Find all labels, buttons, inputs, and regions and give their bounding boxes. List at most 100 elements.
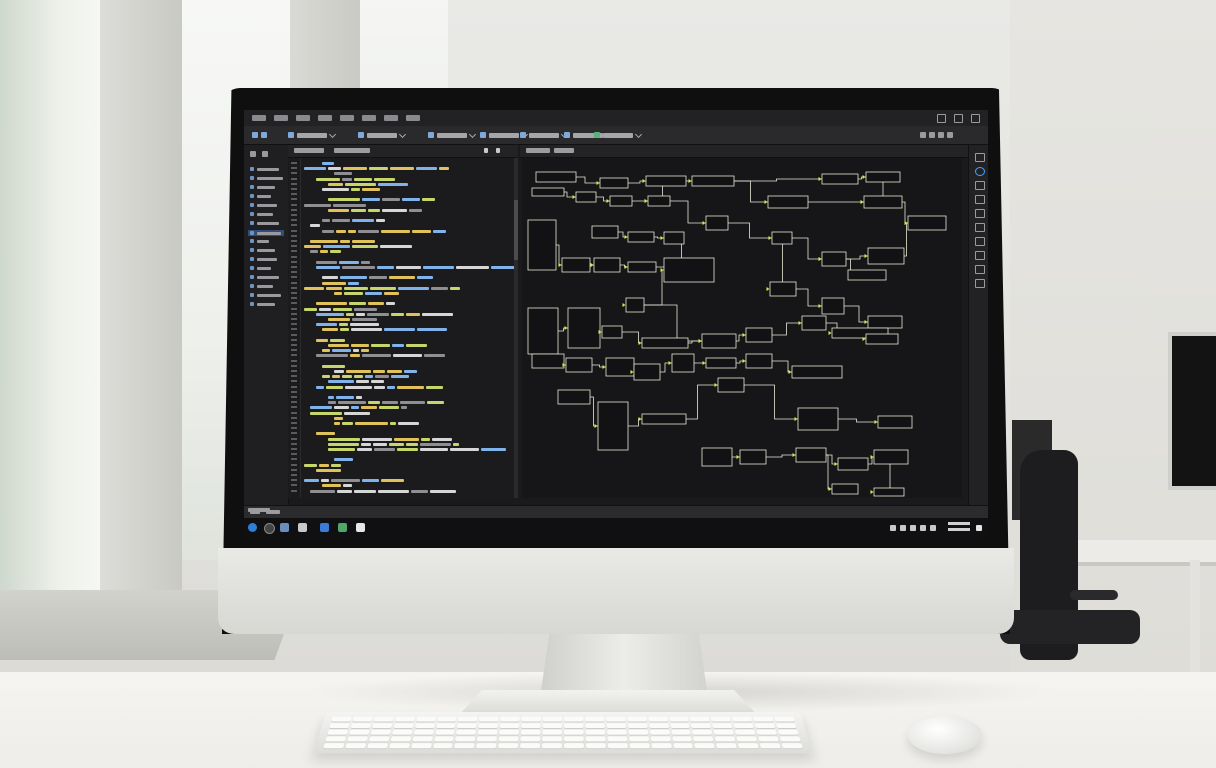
diagram-node[interactable] — [627, 261, 657, 273]
diagram-node[interactable] — [557, 389, 591, 405]
explorer-item[interactable] — [250, 194, 271, 198]
menu-item[interactable] — [318, 115, 332, 121]
diagram-node[interactable] — [647, 195, 671, 207]
filter-icon[interactable] — [975, 251, 985, 260]
menu-item[interactable] — [340, 115, 354, 121]
tool-icon[interactable] — [975, 237, 985, 246]
toolbar-dropdown[interactable] — [358, 130, 407, 140]
editor-tab[interactable] — [334, 148, 370, 153]
explorer-item[interactable] — [250, 266, 271, 270]
output-tab[interactable] — [248, 508, 270, 512]
diagram-node[interactable] — [739, 449, 767, 465]
diagram-node[interactable] — [821, 173, 859, 185]
tray-icon[interactable] — [900, 525, 906, 531]
diagram-node[interactable] — [597, 401, 629, 451]
diagram-node[interactable] — [641, 337, 689, 349]
diagram-node[interactable] — [821, 251, 847, 267]
diagram-node[interactable] — [837, 457, 869, 471]
diagram-node[interactable] — [641, 413, 687, 425]
tray-icon[interactable] — [910, 525, 916, 531]
diagram-tab[interactable] — [526, 148, 550, 153]
diagram-node[interactable] — [745, 353, 773, 369]
refresh-icon[interactable] — [262, 151, 268, 157]
diagram-node[interactable] — [691, 175, 735, 187]
toolbar-dropdown[interactable] — [428, 130, 477, 140]
diagram-node[interactable] — [605, 357, 635, 377]
diagram-node[interactable] — [625, 297, 645, 313]
diagram-node[interactable] — [633, 363, 661, 381]
diagram-node[interactable] — [767, 195, 809, 209]
tool-icon[interactable] — [975, 223, 985, 232]
diagram-node[interactable] — [599, 177, 629, 189]
diagram-tab[interactable] — [554, 148, 574, 153]
tool-icon[interactable] — [975, 153, 985, 162]
diagram-node[interactable] — [863, 195, 903, 209]
tray-icon[interactable] — [930, 525, 936, 531]
explorer-item[interactable] — [250, 239, 269, 243]
diagram-node[interactable] — [847, 269, 887, 281]
diagram-node[interactable] — [663, 231, 685, 245]
explorer-item[interactable] — [250, 293, 281, 297]
diagram-node[interactable] — [601, 325, 623, 339]
toolbar-actions[interactable] — [920, 130, 953, 140]
hamburger-icon[interactable] — [250, 151, 256, 157]
explorer-item[interactable] — [250, 185, 275, 189]
explorer-item[interactable] — [250, 212, 273, 216]
menu-item[interactable] — [362, 115, 376, 121]
diagram-node[interactable] — [701, 333, 737, 349]
diagram-node[interactable] — [873, 487, 905, 497]
diagram-node[interactable] — [527, 219, 557, 271]
explorer-item[interactable] — [250, 257, 277, 261]
menu-item[interactable] — [384, 115, 398, 121]
app-icon[interactable] — [298, 523, 307, 532]
diagram-node[interactable] — [575, 191, 597, 203]
toolbar-dropdown[interactable] — [288, 130, 337, 140]
explorer-item[interactable] — [248, 230, 284, 236]
toolbar-dropdown[interactable] — [564, 130, 613, 140]
diagram-node[interactable] — [831, 327, 889, 339]
notification-icon[interactable] — [976, 525, 982, 531]
app-icon[interactable] — [320, 523, 329, 532]
tool-icon[interactable] — [975, 181, 985, 190]
diagram-node[interactable] — [801, 315, 827, 331]
status-item[interactable] — [266, 510, 280, 514]
close-icon[interactable] — [971, 114, 980, 123]
menu-item[interactable] — [406, 115, 420, 121]
diagram-node[interactable] — [877, 415, 913, 429]
editor-tab[interactable] — [294, 148, 324, 153]
tray-icon[interactable] — [920, 525, 926, 531]
diagram-node[interactable] — [821, 297, 845, 315]
start-icon[interactable] — [248, 523, 257, 532]
flow-diagram-canvas[interactable] — [522, 158, 962, 498]
tool-icon[interactable] — [975, 279, 985, 288]
explorer-item[interactable] — [250, 167, 279, 171]
menu-item[interactable] — [274, 115, 288, 121]
diagram-node[interactable] — [565, 357, 593, 373]
diagram-node[interactable] — [867, 247, 905, 265]
split-icon[interactable] — [484, 148, 488, 153]
diagram-node[interactable] — [831, 483, 859, 495]
explorer-item[interactable] — [250, 284, 273, 288]
explorer-item[interactable] — [250, 203, 277, 207]
status-dot-icon[interactable] — [975, 167, 985, 176]
diagram-node[interactable] — [527, 307, 559, 355]
diagram-node[interactable] — [645, 175, 687, 187]
menu-item[interactable] — [296, 115, 310, 121]
explorer-item[interactable] — [250, 176, 283, 180]
diagram-node[interactable] — [535, 171, 577, 183]
explorer-item[interactable] — [250, 302, 275, 306]
tool-icon[interactable] — [975, 265, 985, 274]
diagram-node[interactable] — [795, 447, 827, 463]
search-icon[interactable] — [264, 523, 275, 534]
diagram-node[interactable] — [745, 327, 773, 343]
diagram-node[interactable] — [561, 257, 591, 273]
diagram-node[interactable] — [593, 257, 621, 273]
tool-icon[interactable] — [975, 195, 985, 204]
diagram-node[interactable] — [771, 231, 793, 245]
toolbar-dropdown[interactable] — [480, 130, 529, 140]
diagram-node[interactable] — [663, 257, 715, 283]
diagram-node[interactable] — [867, 315, 903, 329]
editor-scrollbar[interactable] — [514, 158, 518, 498]
diagram-node[interactable] — [791, 365, 843, 379]
run-button[interactable] — [594, 130, 643, 140]
